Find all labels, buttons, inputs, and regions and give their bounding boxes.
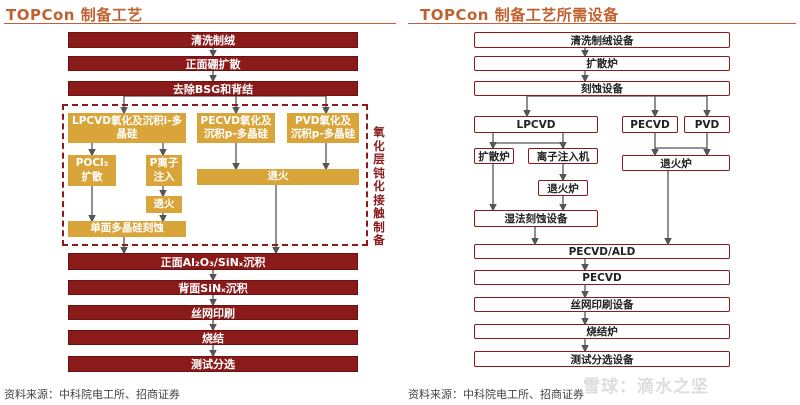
equip-pvd: PVD — [684, 116, 730, 133]
left-step-sintering: 烧结 — [68, 330, 358, 345]
equip-test-sort: 测试分选设备 — [474, 351, 730, 367]
equip-diffusion-sub: 扩散炉 — [474, 148, 514, 164]
source-note-right: 资料来源：中科院电工所、招商证券 — [408, 388, 584, 401]
watermark: 雪球：滴水之坚 — [583, 377, 709, 397]
equip-lpcvd: LPCVD — [474, 116, 598, 133]
equip-anneal-furnace-b: 退火炉 — [622, 155, 730, 171]
left-step-boron-diffusion: 正面硼扩散 — [68, 56, 358, 71]
sub-p-ion-implant: P离子注入 — [146, 155, 182, 186]
equip-screen-printer: 丝网印刷设备 — [474, 297, 730, 312]
left-step-front-deposition: 正面Al₂O₃/SiNₓ沉积 — [68, 253, 358, 270]
equip-anneal-furnace-a: 退火炉 — [538, 180, 588, 196]
branch-pecvd: PECVD氧化及沉积p-多晶硅 — [197, 113, 275, 143]
equip-diffusion-furnace: 扩散炉 — [474, 56, 730, 71]
sub-anneal-small: 退火 — [146, 196, 182, 213]
left-step-screen-print: 丝网印刷 — [68, 305, 358, 320]
passivation-side-label: 氧化层钝化接触制备 — [373, 125, 385, 247]
equip-ion-implanter: 离子注入机 — [528, 148, 598, 164]
equip-cleaning: 清洗制绒设备 — [474, 32, 730, 48]
sub-pocl3-diffusion: POCl₃扩散 — [68, 155, 116, 186]
branch-pvd: PVD氧化及沉积p-多晶硅 — [287, 113, 359, 143]
equip-sintering-furnace: 烧结炉 — [474, 324, 730, 339]
equip-pecvd: PECVD — [474, 270, 730, 285]
left-step-cleaning: 清洗制绒 — [68, 32, 358, 48]
equip-pecvd-branch: PECVD — [622, 116, 678, 133]
passivation-contact-region — [62, 104, 368, 246]
left-step-remove-bsg: 去除BSG和背结 — [68, 81, 358, 96]
equip-pecvd-ald: PECVD/ALD — [474, 244, 730, 259]
left-step-back-sinx: 背面SiNₓ沉积 — [68, 280, 358, 295]
branch-lpcvd: LPCVD氧化及沉积i-多晶硅 — [68, 113, 186, 143]
equip-etching: 刻蚀设备 — [474, 81, 730, 96]
sub-single-side-etch: 单面多晶硅刻蚀 — [68, 221, 186, 237]
equip-wet-etching: 湿法刻蚀设备 — [474, 210, 598, 227]
source-note-left: 资料来源：中科院电工所、招商证券 — [4, 388, 180, 401]
left-step-test-sort: 测试分选 — [68, 356, 358, 372]
left-title-rule — [4, 23, 396, 24]
right-title-rule — [408, 23, 796, 24]
left-title: TOPCon 制备工艺 — [6, 6, 143, 24]
sub-anneal-big: 退火 — [197, 169, 359, 185]
right-title: TOPCon 制备工艺所需设备 — [420, 6, 619, 24]
